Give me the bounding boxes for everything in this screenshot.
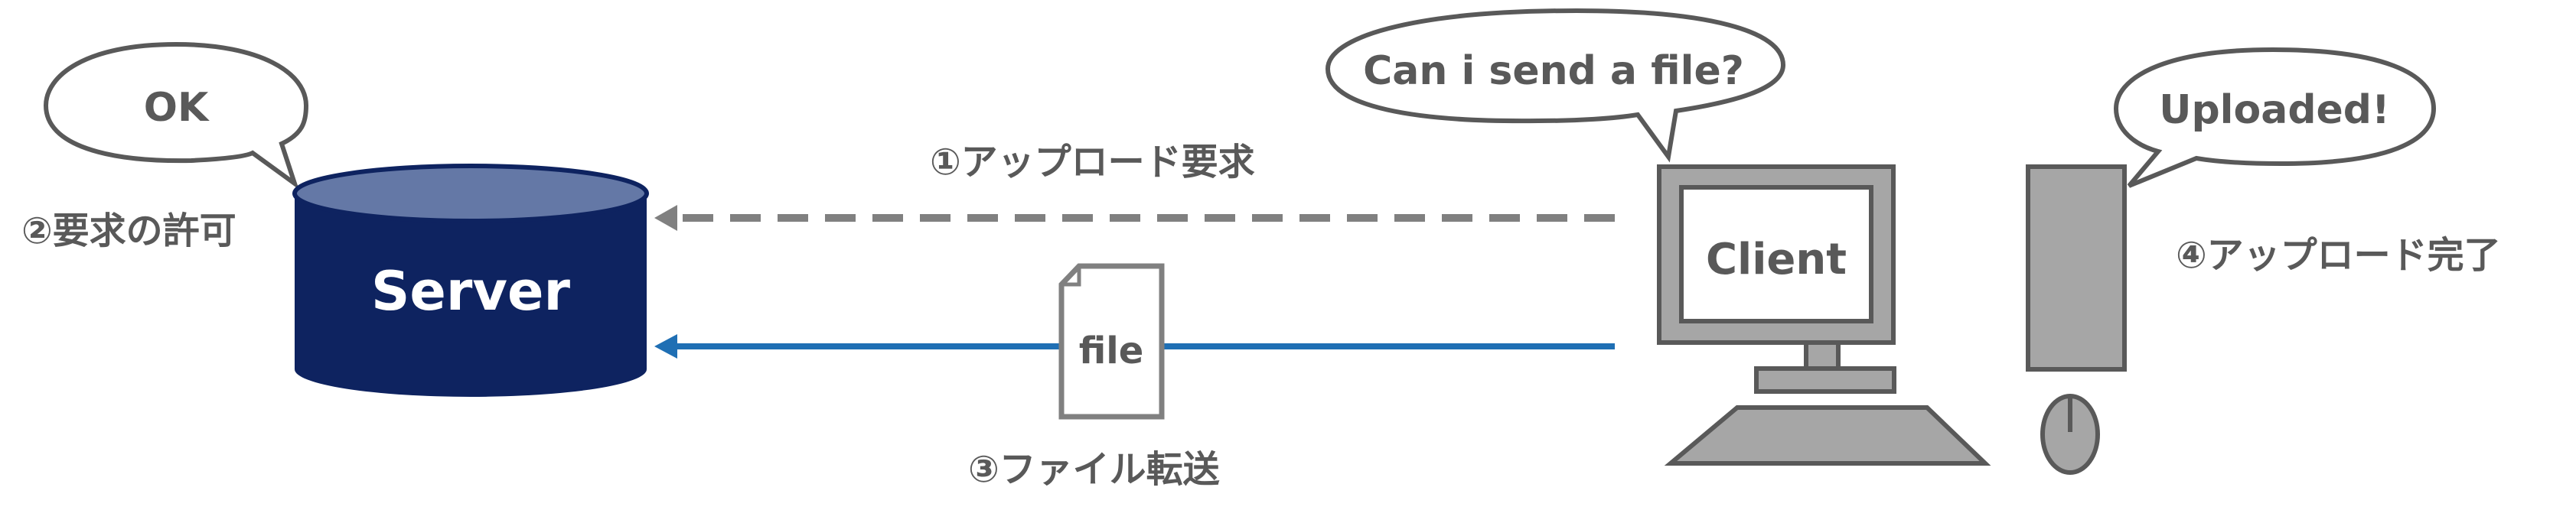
step3-label: ③ファイル転送 bbox=[968, 448, 1220, 491]
server-speech-bubble: OK bbox=[43, 41, 309, 190]
client-request-bubble: Can i send a file? bbox=[1325, 8, 1786, 163]
client-label: Client bbox=[1706, 235, 1847, 284]
server-bubble-text: OK bbox=[144, 85, 210, 131]
client-done-bubble: Uploaded! bbox=[2113, 47, 2437, 188]
file-document-icon: file bbox=[1058, 263, 1165, 420]
server-cylinder: Server bbox=[292, 164, 649, 397]
request-arrowhead bbox=[654, 205, 677, 231]
client-mouse bbox=[2040, 394, 2100, 475]
monitor-stand bbox=[1754, 366, 1896, 394]
client-request-text: Can i send a file? bbox=[1363, 48, 1744, 94]
transfer-arrowhead bbox=[654, 334, 677, 359]
file-label: file bbox=[1079, 330, 1144, 372]
step2-label: ②要求の許可 bbox=[21, 210, 236, 252]
client-tower bbox=[2026, 164, 2127, 372]
server-top bbox=[292, 164, 649, 223]
step1-label: ①アップロード要求 bbox=[930, 141, 1255, 184]
server-label: Server bbox=[371, 260, 571, 323]
request-arrow bbox=[654, 205, 1615, 231]
client-done-text: Uploaded! bbox=[2159, 87, 2390, 133]
step4-label: ④アップロード完了 bbox=[2176, 234, 2501, 277]
server-body bbox=[295, 193, 647, 397]
client-keyboard bbox=[1664, 405, 1991, 466]
monitor-neck bbox=[1804, 340, 1841, 371]
client-monitor: Client bbox=[1657, 164, 1896, 394]
